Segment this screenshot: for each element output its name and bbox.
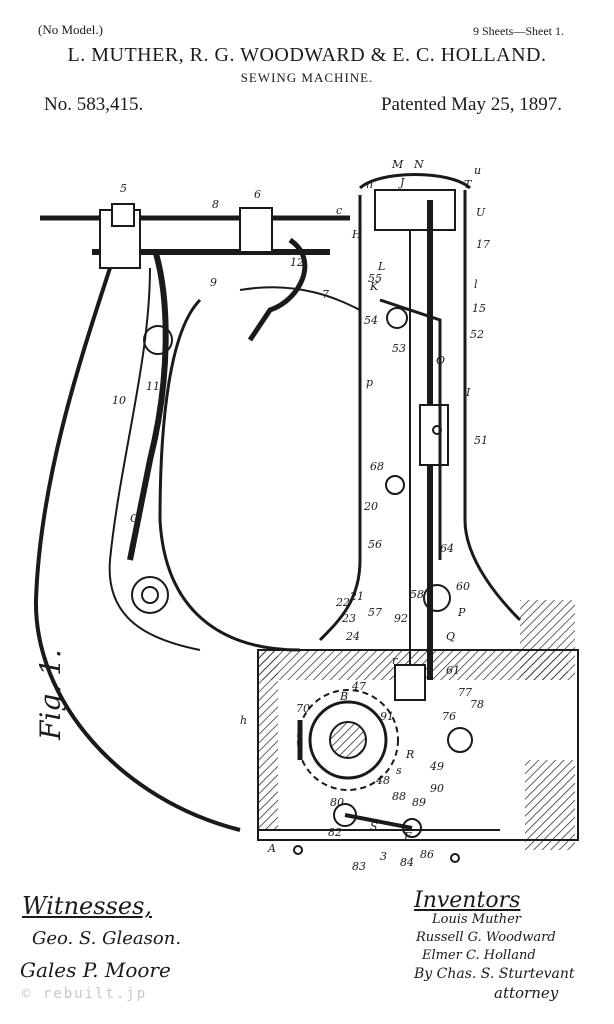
inventor-signature-2: Russell G. Woodward bbox=[416, 930, 556, 945]
fig-label: F bbox=[403, 830, 412, 843]
fig-label: 88 bbox=[392, 790, 406, 803]
fig-label: 56 bbox=[368, 538, 382, 551]
fig-label: I bbox=[465, 386, 471, 399]
fig-label: 3 bbox=[380, 850, 387, 863]
fig-label: 53 bbox=[392, 342, 406, 355]
fig-label: 70 bbox=[296, 702, 310, 715]
inventors-heading: Inventors bbox=[414, 888, 521, 913]
fig-label: s bbox=[396, 764, 402, 777]
fig-label: S bbox=[370, 820, 378, 833]
fig-label: 82 bbox=[328, 826, 342, 839]
fig-label: 60 bbox=[456, 580, 470, 593]
fig-label: 47 bbox=[351, 680, 366, 693]
witnesses-heading: Witnesses, bbox=[22, 892, 153, 920]
patent-date: Patented May 25, 1897. bbox=[380, 94, 562, 115]
patent-inventors-line: L. MUTHER, R. G. WOODWARD & E. C. HOLLAN… bbox=[67, 44, 547, 66]
fig-label: 12 bbox=[290, 256, 304, 269]
witness-signature-2: Gales P. Moore bbox=[20, 958, 171, 982]
fig-label: 86 bbox=[420, 848, 434, 861]
inventor-signature-1: Louis Muther bbox=[432, 912, 521, 927]
attorney-title: attorney bbox=[494, 984, 559, 1002]
fig-label: 78 bbox=[470, 698, 484, 711]
fig-label: h bbox=[240, 714, 247, 727]
witness-signature-1: Geo. S. Gleason. bbox=[32, 928, 182, 949]
fig-label: H bbox=[351, 228, 362, 241]
inventor-signature-3: Elmer C. Holland bbox=[422, 948, 536, 963]
fig-label: 21 bbox=[349, 590, 364, 603]
fig-label: 17 bbox=[476, 238, 490, 251]
watermark: © rebuilt.jp bbox=[22, 986, 148, 1002]
fig-label: B bbox=[339, 690, 348, 703]
fig-label: M bbox=[391, 158, 404, 171]
fig-label: 48 bbox=[375, 774, 390, 787]
fig-label: L bbox=[377, 260, 385, 273]
fig-label: 83 bbox=[352, 860, 366, 870]
attorney-signature: By Chas. S. Sturtevant bbox=[414, 966, 575, 982]
fig-label: U bbox=[476, 206, 486, 219]
fig-label: n bbox=[366, 178, 373, 191]
fig-label: 24 bbox=[345, 630, 360, 643]
fig-label: Q bbox=[446, 630, 455, 643]
fig-label: O bbox=[436, 354, 445, 367]
fig-label: P bbox=[457, 606, 466, 619]
fig-label: 6 bbox=[254, 188, 261, 201]
fig-label: N bbox=[413, 158, 424, 171]
fig-label: K bbox=[369, 280, 379, 293]
fig-label: u bbox=[474, 164, 481, 177]
fig-label: 90 bbox=[430, 782, 444, 795]
figure-label: Fig. 1. bbox=[34, 649, 67, 740]
fig-label: 80 bbox=[330, 796, 344, 809]
fig-label: 89 bbox=[412, 796, 426, 809]
fig-label: 15 bbox=[472, 302, 486, 315]
patent-title: SEWING MACHINE. bbox=[240, 70, 374, 85]
fig-label: 54 bbox=[364, 314, 378, 327]
patent-number: No. 583,415. bbox=[44, 94, 144, 115]
fig-label: 10 bbox=[112, 394, 126, 407]
fig-label: G bbox=[130, 512, 139, 525]
fig-label: l bbox=[474, 278, 478, 291]
fig-label: 49 bbox=[429, 760, 444, 773]
fig-label: 58 bbox=[410, 588, 424, 601]
fig-label: 5 bbox=[120, 182, 127, 195]
fig-label: p bbox=[366, 376, 373, 389]
fig-label: 57 bbox=[368, 606, 382, 619]
fig-label: 8 bbox=[212, 198, 219, 211]
fig-label: 64 bbox=[440, 542, 454, 555]
fig-label: 22 bbox=[335, 596, 350, 609]
fig-label: 51 bbox=[474, 434, 488, 447]
fig-label: A bbox=[267, 842, 276, 855]
fig-label: 52 bbox=[470, 328, 484, 341]
fig-label: J bbox=[398, 176, 405, 189]
fig-label: r bbox=[392, 654, 398, 667]
fig-label: 76 bbox=[442, 710, 456, 723]
no-model-note: (No Model.) bbox=[38, 22, 103, 37]
fig-label: T bbox=[464, 178, 473, 191]
fig-label: 91 bbox=[380, 710, 394, 723]
fig-label: 92 bbox=[394, 612, 408, 625]
fig-label: 23 bbox=[341, 612, 356, 625]
fig-label: 84 bbox=[400, 856, 414, 869]
fig-label: 7 bbox=[322, 288, 329, 301]
fig-label: 11 bbox=[146, 380, 160, 393]
fig-label: R bbox=[405, 748, 414, 761]
fig-label: c bbox=[336, 204, 342, 217]
fig-label: 77 bbox=[458, 686, 472, 699]
fig-label: 20 bbox=[363, 500, 378, 513]
sewing-machine-drawing: 5 6 8 c 9 12 7 10 11 G h A H I J K L M N… bbox=[33, 158, 579, 870]
fig-label: 9 bbox=[210, 276, 217, 289]
fig-label: 61 bbox=[446, 664, 460, 677]
fig-label: 55 bbox=[368, 272, 382, 285]
fig-label: 68 bbox=[370, 460, 384, 473]
sheet-count: 9 Sheets—Sheet 1. bbox=[473, 24, 564, 38]
